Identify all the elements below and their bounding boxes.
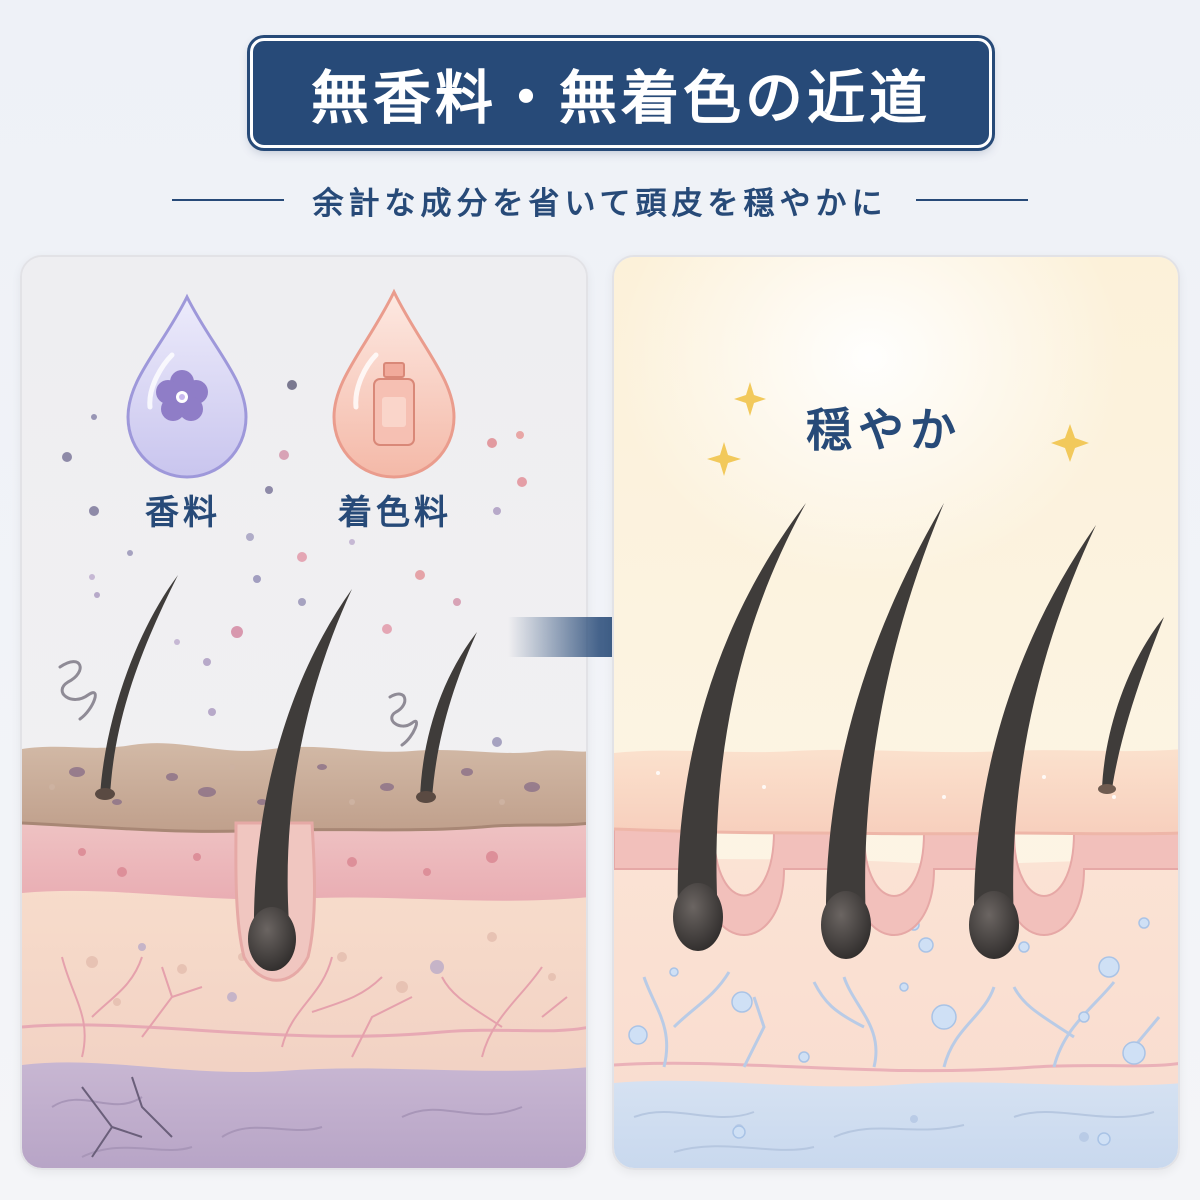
colorant-drop [332,288,456,479]
calm-scalp-illustration [614,257,1178,1168]
subtitle-row: 余計な成分を省いて頭皮を穏やかに [0,170,1200,230]
subtitle-line-left [172,199,285,201]
irritated-scalp-illustration [22,257,586,1168]
sparkle-icon [707,382,1089,476]
fragrance-label: 香料 [145,493,221,533]
subtitle-line-right [915,199,1028,201]
calm-label: 穏やか [806,403,962,457]
flower-icon [156,370,208,421]
title-banner: 無香料・無着色の近道 [250,38,992,148]
bottle-icon [373,362,415,446]
before-panel: 香料 着色料 [20,255,588,1170]
after-panel: 穏やか [612,255,1180,1170]
fragrance-drop [126,293,248,479]
page-subtitle: 余計な成分を省いて頭皮を穏やかに [312,185,888,222]
page-title: 無香料・無着色の近道 [310,64,931,132]
colorant-label: 着色料 [338,493,452,533]
